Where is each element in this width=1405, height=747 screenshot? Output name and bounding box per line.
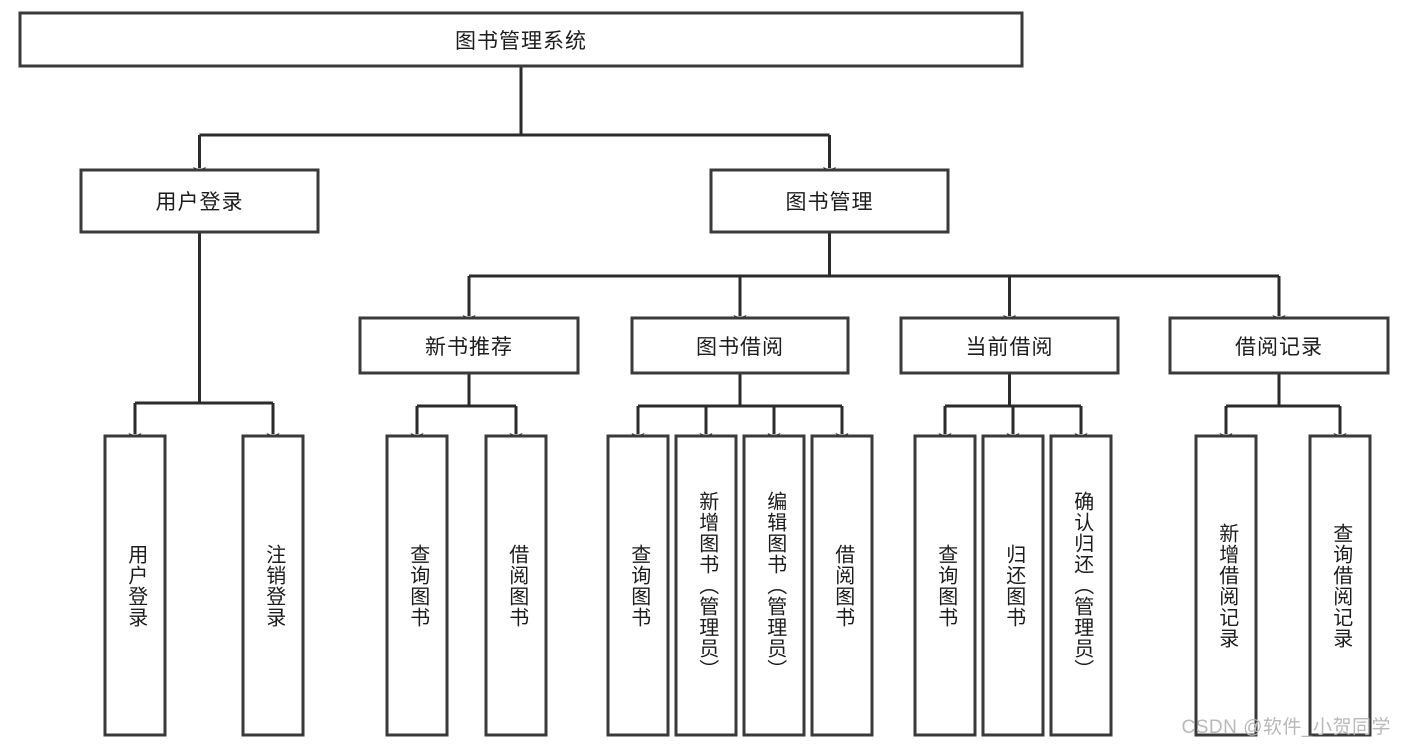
node-box-layer bbox=[18, 11, 1390, 737]
node-leaf-box-5[interactable] bbox=[674, 434, 738, 737]
node-root-box[interactable] bbox=[18, 11, 1024, 68]
node-leaf-box-1[interactable] bbox=[241, 434, 305, 737]
node-leaf-box-12[interactable] bbox=[1308, 434, 1372, 737]
node-l2-box-2[interactable] bbox=[899, 316, 1120, 375]
node-leaf-box-8[interactable] bbox=[913, 434, 977, 737]
node-leaf-box-4[interactable] bbox=[606, 434, 670, 737]
node-leaf-box-2[interactable] bbox=[385, 434, 449, 737]
node-leaf-box-7[interactable] bbox=[810, 434, 874, 737]
node-leaf-box-3[interactable] bbox=[484, 434, 548, 737]
node-leaf-box-11[interactable] bbox=[1194, 434, 1258, 737]
connector-layer bbox=[128, 66, 1347, 444]
node-leaf-box-9[interactable] bbox=[981, 434, 1045, 737]
node-leaf-box-10[interactable] bbox=[1049, 434, 1113, 737]
node-leaf-box-6[interactable] bbox=[742, 434, 806, 737]
node-l2-box-1[interactable] bbox=[630, 316, 850, 375]
watermark-text: CSDN @软件_小贺同学 bbox=[1181, 717, 1391, 738]
node-l2-box-0[interactable] bbox=[358, 316, 580, 375]
node-leaf-box-0[interactable] bbox=[103, 434, 167, 737]
node-l1-box-0[interactable] bbox=[79, 168, 320, 234]
node-l1-box-1[interactable] bbox=[709, 168, 950, 234]
node-l2-box-3[interactable] bbox=[1168, 316, 1390, 375]
